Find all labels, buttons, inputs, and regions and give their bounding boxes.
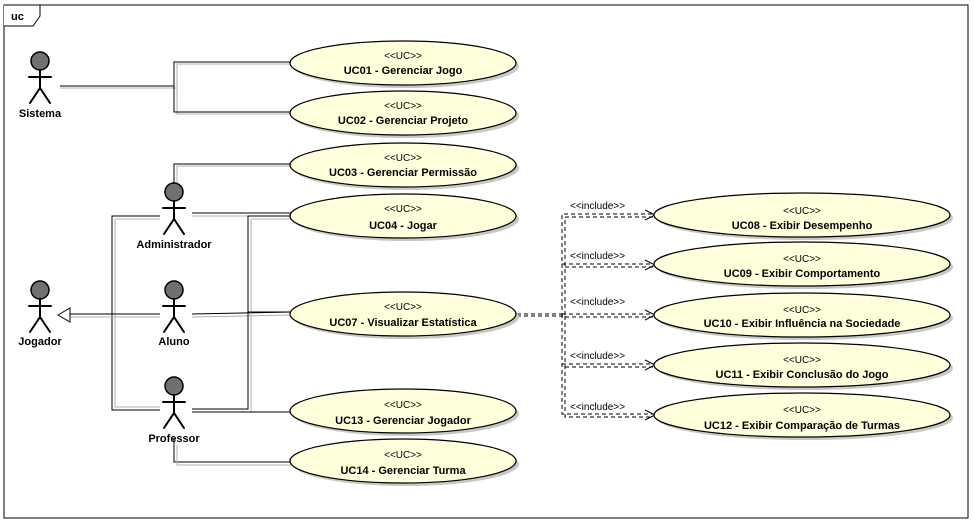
uc-name: UC10 - Exibir Influência na Sociedade: [704, 318, 901, 330]
use-case-uc08[interactable]: <<UC>> UC08 - Exibir Desempenho: [653, 192, 953, 240]
uc-name: UC03 - Gerenciar Permissão: [329, 167, 477, 179]
actor-name: Jogador: [18, 336, 62, 348]
uc-stereotype: <<UC>>: [783, 254, 821, 265]
associations: [57, 61, 293, 466]
uc-stereotype: <<UC>>: [783, 355, 821, 366]
uc-stereotype: <<UC>>: [783, 305, 821, 316]
include-label: <<include>>: [570, 351, 625, 362]
uc-stereotype: <<UC>>: [384, 450, 422, 461]
include-label: <<include>>: [570, 297, 625, 308]
use-case-uc09[interactable]: <<UC>> UC09 - Exibir Comportamento: [653, 241, 953, 289]
actor-icon: [162, 182, 186, 235]
actor-professor[interactable]: Professor: [148, 376, 200, 445]
use-case-uc11[interactable]: <<UC>> UC11 - Exibir Conclusão do Jogo: [653, 342, 953, 390]
uc-stereotype: <<UC>>: [384, 204, 422, 215]
uc-name: UC07 - Visualizar Estatística: [329, 317, 477, 329]
uc-stereotype: <<UC>>: [783, 206, 821, 217]
use-case-uc12[interactable]: <<UC>> UC12 - Exibir Comparação de Turma…: [653, 392, 953, 440]
use-case-uc13[interactable]: <<UC>> UC13 - Gerenciar Jogador: [289, 388, 519, 436]
use-case-uc07[interactable]: <<UC>> UC07 - Visualizar Estatística: [289, 291, 519, 339]
uc-stereotype: <<UC>>: [384, 51, 422, 62]
uc-name: UC14 - Gerenciar Turma: [340, 465, 466, 477]
actor-name: Aluno: [158, 336, 189, 348]
uc-stereotype: <<UC>>: [783, 405, 821, 416]
actor-aluno[interactable]: Aluno: [158, 280, 190, 348]
uc-name: UC09 - Exibir Comportamento: [724, 268, 881, 280]
use-case-uc03[interactable]: <<UC>> UC03 - Gerenciar Permissão: [289, 142, 519, 190]
actor-name: Sistema: [19, 108, 62, 120]
actor-icon: [162, 280, 186, 333]
use-case-uc01[interactable]: <<UC>> UC01 - Gerenciar Jogo: [289, 40, 519, 88]
actor-icon: [28, 280, 52, 333]
include-label: <<include>>: [570, 402, 625, 413]
uc-name: UC12 - Exibir Comparação de Turmas: [704, 420, 900, 432]
use-case-uc10[interactable]: <<UC>> UC10 - Exibir Influência na Socie…: [653, 292, 953, 340]
use-case-uc14[interactable]: <<UC>> UC14 - Gerenciar Turma: [289, 438, 519, 486]
uc-name: UC08 - Exibir Desempenho: [732, 220, 873, 232]
actor-name: Professor: [148, 433, 200, 445]
actor-jogador[interactable]: Jogador: [18, 280, 62, 348]
frame-label: uc: [11, 11, 24, 23]
uc-stereotype: <<UC>>: [384, 400, 422, 411]
uc-name: UC02 - Gerenciar Projeto: [338, 115, 468, 127]
actor-name: Administrador: [136, 239, 212, 251]
include-relations: <<include>> <<include>> <<include>> <<in…: [517, 201, 657, 421]
uc-stereotype: <<UC>>: [384, 153, 422, 164]
use-case-uc02[interactable]: <<UC>> UC02 - Gerenciar Projeto: [289, 90, 519, 138]
include-label: <<include>>: [570, 251, 625, 262]
actor-icon: [28, 51, 52, 104]
include-label: <<include>>: [570, 201, 625, 212]
uc-stereotype: <<UC>>: [384, 302, 422, 313]
actor-icon: [162, 376, 186, 429]
uc-name: UC01 - Gerenciar Jogo: [344, 65, 463, 77]
actor-administrador[interactable]: Administrador: [136, 182, 212, 251]
actor-sistema[interactable]: Sistema: [19, 51, 62, 120]
uc-stereotype: <<UC>>: [384, 101, 422, 112]
uc-name: UC11 - Exibir Conclusão do Jogo: [716, 369, 889, 381]
uc-name: UC04 - Jogar: [369, 220, 438, 232]
diagram-frame: uc: [3, 4, 969, 519]
uc-name: UC13 - Gerenciar Jogador: [335, 415, 471, 427]
use-case-uc04[interactable]: <<UC>> UC04 - Jogar: [289, 193, 519, 241]
